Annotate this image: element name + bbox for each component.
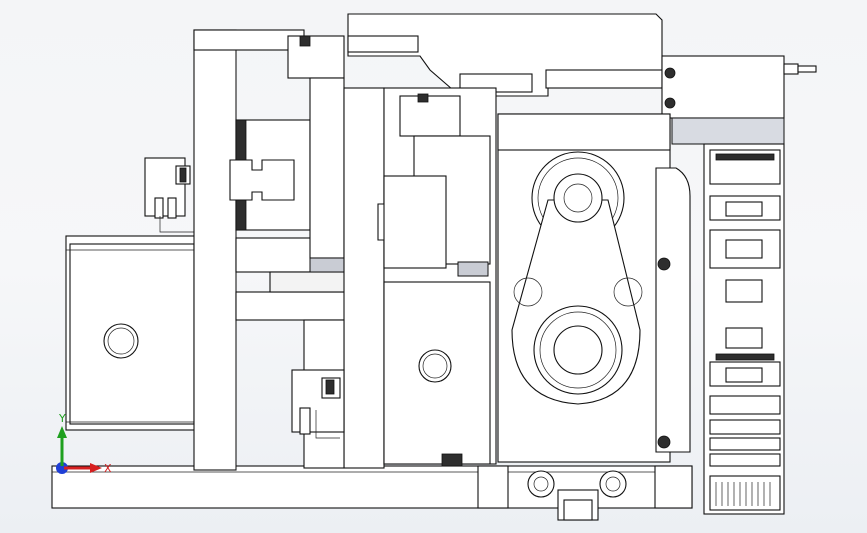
x-axis-label: X (104, 462, 112, 475)
base-plate[interactable] (51, 465, 693, 509)
coordinate-triad: Y X (56, 412, 112, 475)
x-axis-icon (64, 463, 102, 473)
left-sensor-bracket[interactable] (144, 157, 196, 233)
center-slide-module[interactable] (377, 87, 497, 467)
lower-sensor-bracket[interactable] (291, 369, 345, 439)
top-carriage[interactable] (347, 13, 817, 145)
left-motor[interactable] (65, 235, 197, 431)
cable-chain[interactable] (703, 143, 785, 515)
rotary-unit[interactable] (497, 113, 691, 521)
z-axis-icon (56, 462, 68, 474)
main-vertical-plate[interactable] (193, 29, 347, 471)
middle-column[interactable] (287, 35, 385, 469)
y-axis-icon (57, 426, 67, 466)
y-axis-label: Y (58, 412, 66, 425)
